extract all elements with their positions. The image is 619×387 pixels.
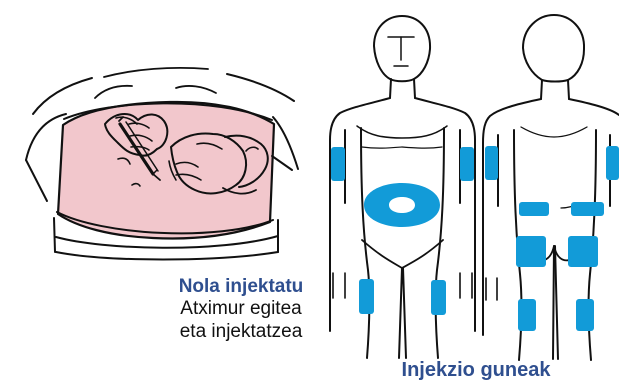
back-left-thigh-zone [518,299,536,331]
front-left-thigh-zone [359,279,374,314]
back-right-waist-zone [571,202,604,216]
injection-title: Nola injektatu [159,276,323,298]
injection-caption: Nola injektatu Atximur egitea eta injekt… [159,276,323,343]
injection-line-2: eta injektatzea [159,321,323,343]
front-right-thigh-zone [431,280,446,315]
back-left-buttock-zone [516,236,546,267]
back-right-buttock-zone [568,236,598,267]
back-left-upper-arm-zone [485,146,498,180]
injection-sites-caption: Injekzio guneak [381,359,571,383]
back-left-waist-zone [519,202,549,216]
front-right-upper-arm-zone [460,147,474,181]
back-right-upper-arm-zone [606,146,619,180]
abdomen-zone [364,183,440,227]
back-right-thigh-zone [576,299,594,331]
injection-line-1: Atximur egitea [159,298,323,320]
front-left-upper-arm-zone [331,147,345,181]
pinch-injection-illustration [26,68,298,260]
back-body-figure [483,15,619,360]
injection-sites-title: Injekzio guneak [381,359,571,383]
